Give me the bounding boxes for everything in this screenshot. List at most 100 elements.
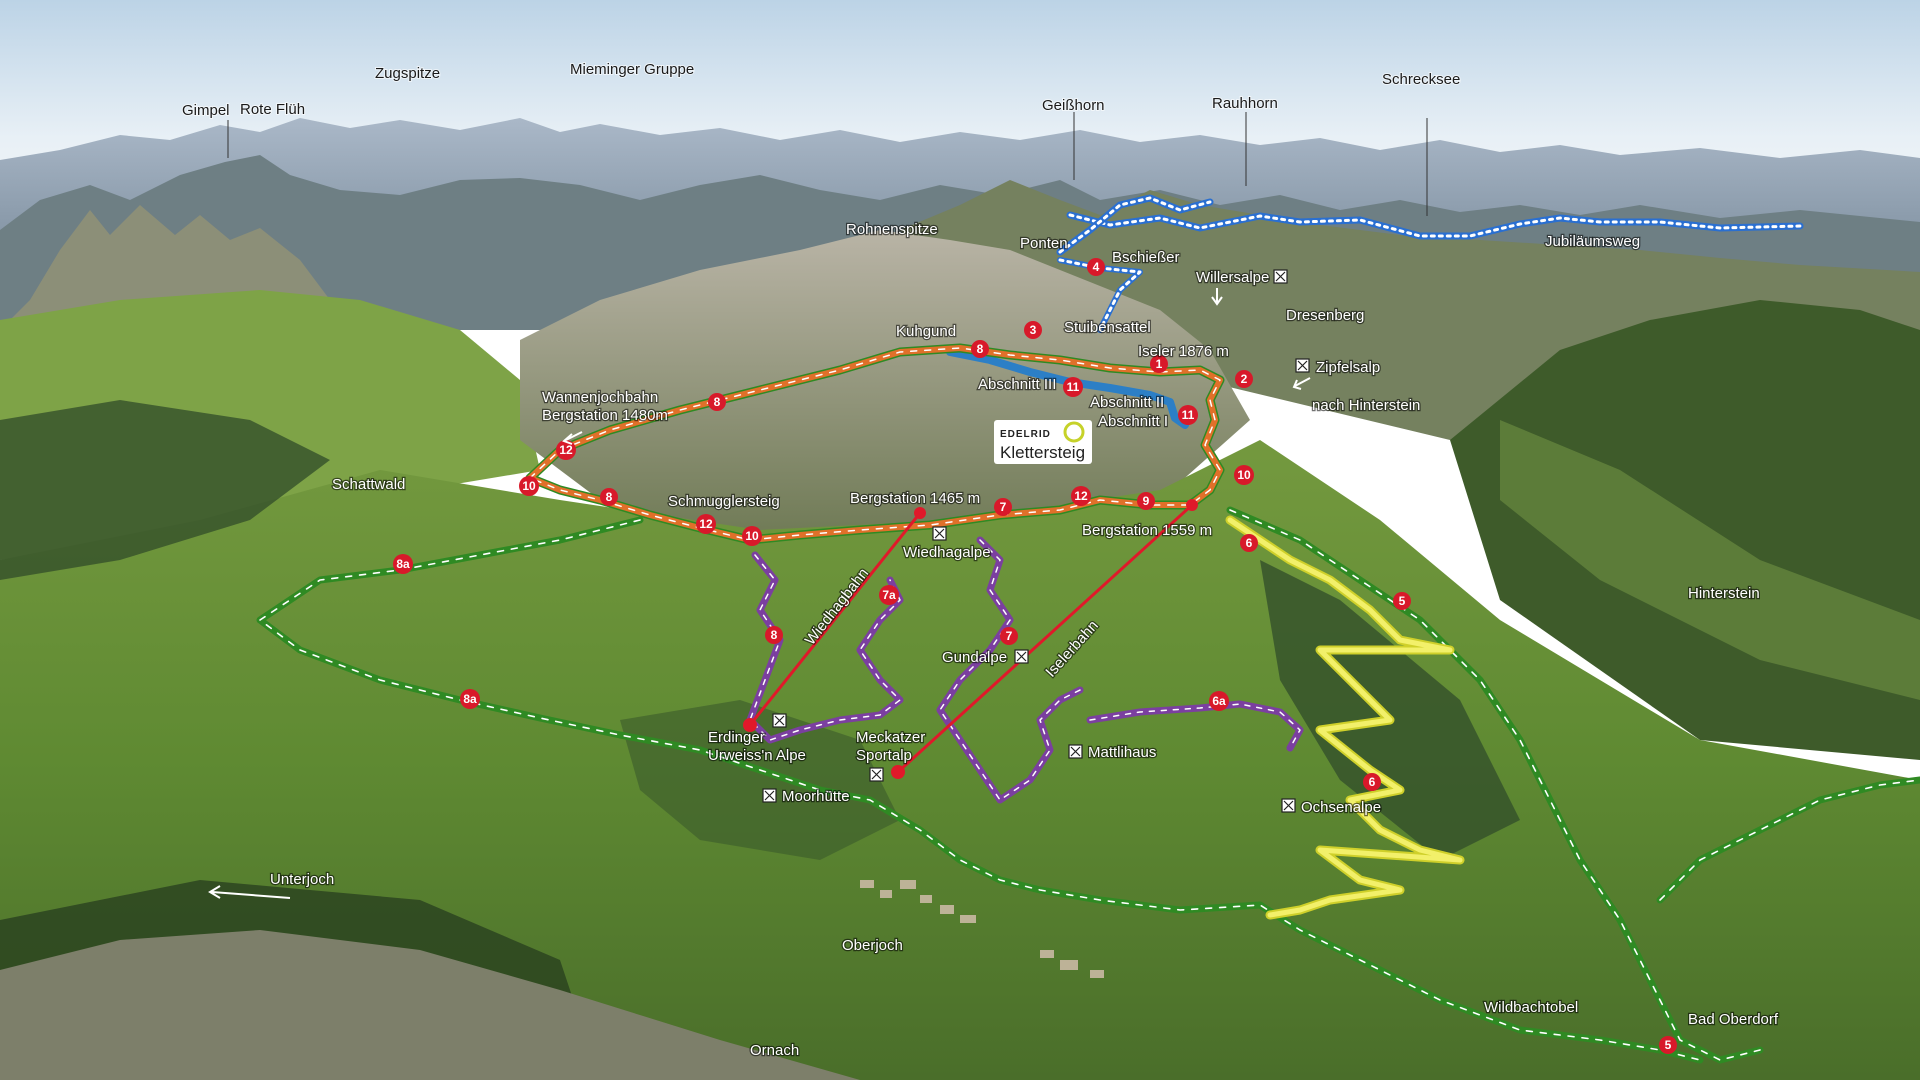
foreground-ridge bbox=[0, 930, 860, 1080]
route-green-right-dash bbox=[1229, 509, 1761, 1061]
marker-8b[interactable]: 8 bbox=[708, 393, 726, 411]
hut-icon-moorhuette[interactable] bbox=[762, 788, 777, 803]
svg-text:6: 6 bbox=[1369, 775, 1376, 789]
route-klettersteig[interactable] bbox=[946, 348, 1189, 429]
edelrid-klettersteig-badge[interactable]: EDELRID Klettersteig bbox=[994, 420, 1092, 464]
label-wannenjochbahn: Wannenjochbahn bbox=[542, 389, 658, 406]
hut-icon-meckatzer[interactable] bbox=[869, 767, 884, 782]
lift-iselerbahn[interactable] bbox=[896, 503, 1194, 774]
marker-8e[interactable]: 8a bbox=[393, 554, 413, 574]
label-willersalpe: Willersalpe bbox=[1196, 269, 1269, 286]
marker-12c[interactable]: 12 bbox=[1071, 486, 1091, 506]
marker-9[interactable]: 9 bbox=[1137, 492, 1155, 510]
label-nach-hinterstein: nach Hinterstein bbox=[1312, 397, 1420, 414]
marker-7b[interactable]: 7 bbox=[1000, 627, 1018, 645]
route-green-loop-dash bbox=[259, 519, 1701, 1061]
marker-12b[interactable]: 12 bbox=[696, 514, 716, 534]
marker-2[interactable]: 2 bbox=[1235, 370, 1253, 388]
label-iseler: Iseler 1876 m bbox=[1138, 343, 1229, 360]
hut-icon-zipfelsalp[interactable] bbox=[1295, 358, 1310, 373]
lift-station-iseler-bottom bbox=[891, 765, 905, 779]
hut-icon-ochsenalpe[interactable] bbox=[1281, 798, 1296, 813]
label-moorhuette: Moorhütte bbox=[782, 788, 850, 805]
town-oberjoch bbox=[860, 880, 1104, 978]
svg-text:7a: 7a bbox=[882, 588, 896, 602]
svg-text:5: 5 bbox=[1399, 594, 1406, 608]
marker-6a[interactable]: 6 bbox=[1240, 534, 1258, 552]
marker-12a[interactable]: 12 bbox=[556, 440, 576, 460]
marker-1[interactable]: 1 bbox=[1150, 355, 1168, 373]
svg-text:12: 12 bbox=[1074, 489, 1088, 503]
svg-text:Klettersteig: Klettersteig bbox=[1000, 443, 1085, 462]
svg-text:EDELRID: EDELRID bbox=[1000, 429, 1051, 440]
forest-patch-right bbox=[1260, 560, 1520, 860]
marker-6b[interactable]: 6 bbox=[1363, 773, 1381, 791]
marker-7c[interactable]: 7a bbox=[879, 585, 899, 605]
label-wiedhagalpe: Wiedhagalpe bbox=[903, 544, 991, 561]
label-mattlihaus: Mattlihaus bbox=[1088, 744, 1156, 761]
label-dresenberg: Dresenberg bbox=[1286, 307, 1364, 324]
svg-text:10: 10 bbox=[1237, 468, 1251, 482]
direction-arrows bbox=[208, 288, 1311, 899]
label-erdinger-alpe: Urweiss'n Alpe bbox=[708, 747, 806, 764]
label-meckatzer-sportalp: Sportalp bbox=[856, 747, 912, 764]
label-stuibensattel: Stuibensattel bbox=[1064, 319, 1151, 336]
peak-zugspitze: Zugspitze bbox=[375, 65, 440, 82]
hut-icon-mattlihaus[interactable] bbox=[1068, 744, 1083, 759]
lift-wiedhagbahn[interactable] bbox=[748, 512, 922, 726]
label-rohnenspitze: Rohnenspitze bbox=[846, 221, 938, 238]
marker-5a[interactable]: 5 bbox=[1393, 592, 1411, 610]
label-bschiesser: Bschießer bbox=[1112, 249, 1180, 266]
marker-7a[interactable]: 7 bbox=[994, 498, 1012, 516]
label-erdinger: Erdinger bbox=[708, 729, 765, 746]
label-schattwald: Schattwald bbox=[332, 476, 405, 493]
hut-icon-gundalpe[interactable] bbox=[1014, 649, 1029, 664]
peak-rauhhorn: Rauhhorn bbox=[1212, 95, 1278, 112]
svg-text:1: 1 bbox=[1156, 357, 1163, 371]
peak-gimpel: Gimpel bbox=[182, 102, 230, 119]
svg-text:11: 11 bbox=[1067, 380, 1080, 394]
marker-11a[interactable]: 11 bbox=[1063, 377, 1083, 397]
route-jubilaeumsweg-dots bbox=[1068, 213, 1802, 238]
green-slopes bbox=[0, 440, 1920, 1080]
svg-text:7: 7 bbox=[1006, 629, 1013, 643]
peak-schrecksee: Schrecksee bbox=[1382, 71, 1460, 88]
route-markers: 1 2 3 4 5 5 6 6 6a 7 7 7a 8 8 8 8 8a 8a … bbox=[393, 258, 1677, 1054]
svg-text:10: 10 bbox=[745, 529, 759, 543]
marker-3[interactable]: 3 bbox=[1024, 321, 1042, 339]
svg-text:12: 12 bbox=[559, 443, 573, 457]
lift-station-wiedhag-bottom bbox=[743, 718, 757, 732]
marker-8f[interactable]: 8a bbox=[460, 689, 480, 709]
marker-8c[interactable]: 8 bbox=[600, 488, 618, 506]
label-kuehgund: Kuhgund bbox=[896, 323, 956, 340]
svg-text:10: 10 bbox=[522, 479, 536, 493]
marker-4[interactable]: 4 bbox=[1087, 258, 1105, 276]
label-abschnitt-2: Abschnitt II bbox=[1090, 394, 1164, 411]
marker-11b[interactable]: 11 bbox=[1178, 405, 1198, 425]
marker-10b[interactable]: 10 bbox=[742, 526, 762, 546]
lift-station-wiedhag-top bbox=[914, 507, 926, 519]
peak-mieminger: Mieminger Gruppe bbox=[570, 61, 694, 78]
svg-text:8a: 8a bbox=[463, 692, 477, 706]
peak-rote-flueh: Rote Flüh bbox=[240, 101, 305, 118]
label-wildbachtobel: Wildbachtobel bbox=[1484, 999, 1578, 1016]
svg-text:3: 3 bbox=[1030, 323, 1037, 337]
hut-icon-wiedhagalpe[interactable] bbox=[932, 526, 947, 541]
marker-10c[interactable]: 10 bbox=[1234, 465, 1254, 485]
label-ornach: Ornach bbox=[750, 1042, 799, 1059]
marker-10a[interactable]: 10 bbox=[519, 476, 539, 496]
hut-icon-willersalpe[interactable] bbox=[1273, 269, 1288, 284]
label-hinterstein: Hinterstein bbox=[1688, 585, 1760, 602]
arrow-hinterstein-icon bbox=[1292, 377, 1311, 390]
peak-geisshorn: Geißhorn bbox=[1042, 97, 1105, 114]
marker-6c[interactable]: 6a bbox=[1209, 691, 1229, 711]
marker-8a[interactable]: 8 bbox=[971, 340, 989, 358]
marker-8d[interactable]: 8 bbox=[765, 626, 783, 644]
label-abschnitt-3: Abschnitt III bbox=[978, 376, 1056, 393]
marker-5b[interactable]: 5 bbox=[1659, 1036, 1677, 1054]
label-abschnitt-1: Abschnitt I bbox=[1098, 413, 1168, 430]
hut-icon-erdinger[interactable] bbox=[772, 713, 787, 728]
route-purple-7-dash bbox=[939, 539, 1081, 801]
svg-text:6a: 6a bbox=[1212, 694, 1226, 708]
